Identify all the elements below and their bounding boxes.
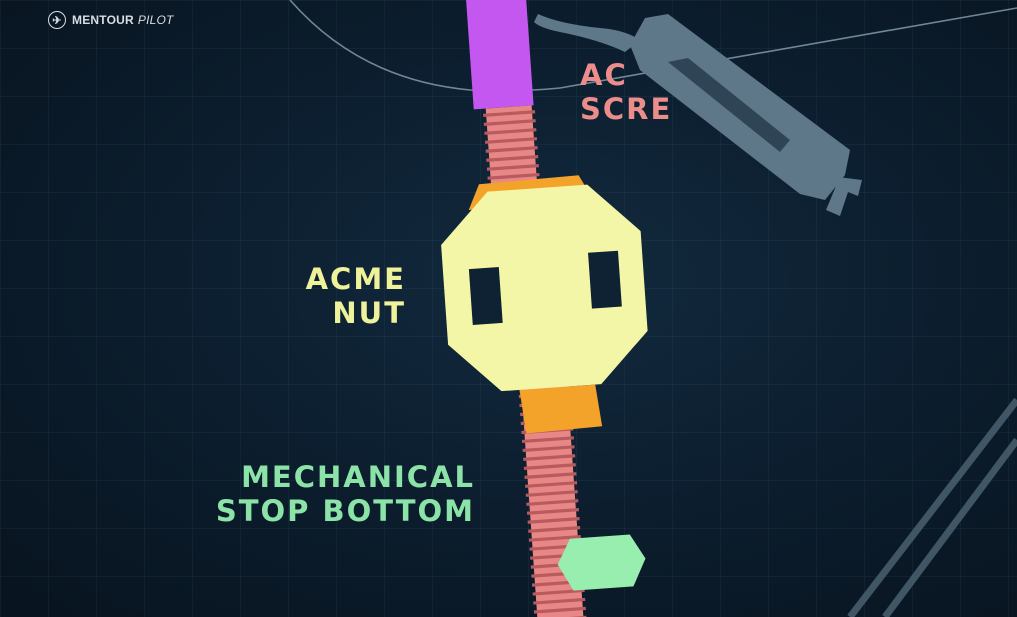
thread-groove bbox=[485, 146, 538, 153]
structure-bars bbox=[847, 397, 1017, 617]
actuator-slot bbox=[668, 58, 790, 152]
thread-groove bbox=[484, 128, 537, 135]
acme-nut-label: ACME NUT bbox=[306, 262, 406, 330]
thread-groove bbox=[533, 606, 586, 614]
thread-groove bbox=[525, 490, 578, 497]
thread-groove bbox=[523, 454, 576, 462]
brand-name: MENTOUR bbox=[72, 13, 134, 27]
brand-name-suffix: PILOT bbox=[137, 13, 174, 27]
thread-groove bbox=[532, 588, 585, 596]
acme-nut-slot-left bbox=[468, 267, 503, 326]
thread-groove bbox=[487, 172, 540, 180]
thread-groove bbox=[528, 526, 581, 533]
mechanical-stop-label: MECHANICAL STOP BOTTOM bbox=[216, 460, 475, 528]
thread-groove bbox=[521, 436, 575, 444]
thread-groove bbox=[483, 119, 536, 126]
mentour-pilot-logo: ✈ MENTOUR PILOT bbox=[48, 11, 174, 29]
thread-groove bbox=[483, 110, 536, 117]
thread-groove bbox=[528, 534, 581, 542]
mechanical-stop-bottom bbox=[557, 534, 646, 591]
thread-groove bbox=[486, 164, 539, 171]
mechanical-stop-label-line1: MECHANICAL bbox=[241, 460, 475, 494]
thread-groove bbox=[525, 481, 578, 488]
thread-groove bbox=[486, 155, 539, 162]
thread-groove bbox=[526, 499, 579, 506]
acme-screw-label: AC SCRE bbox=[580, 58, 672, 126]
thread-groove bbox=[533, 597, 586, 605]
thread-groove bbox=[524, 472, 577, 479]
acme-nut-slot-right bbox=[588, 250, 622, 309]
thread-groove bbox=[523, 463, 576, 470]
acme-nut-label-line2: NUT bbox=[332, 296, 406, 330]
acme-nut-body bbox=[441, 184, 648, 392]
torque-tube bbox=[463, 0, 534, 110]
thread-groove bbox=[484, 137, 538, 144]
control-cable-line bbox=[559, 7, 1017, 89]
thread-groove bbox=[527, 517, 580, 524]
acme-nut-label-line1: ACME bbox=[305, 262, 406, 296]
thread-groove bbox=[526, 508, 580, 515]
thread-groove bbox=[522, 445, 575, 453]
nut-backing-lower bbox=[519, 384, 603, 434]
mechanical-stop-label-line2: STOP BOTTOM bbox=[215, 494, 475, 528]
acme-screw-label-line2: SCRE bbox=[580, 92, 673, 126]
plane-logo-icon: ✈ bbox=[48, 11, 66, 29]
acme-screw-label-line1: AC bbox=[580, 58, 628, 92]
